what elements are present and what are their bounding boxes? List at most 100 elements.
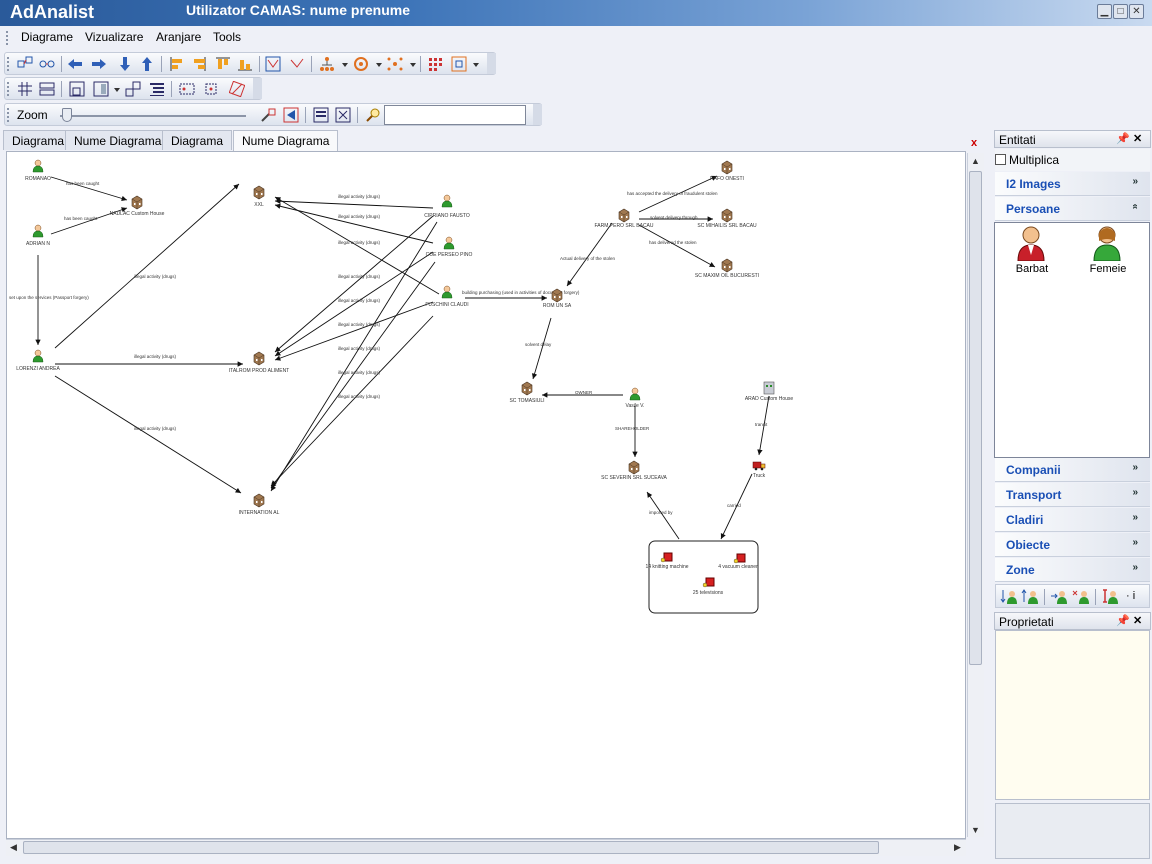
group-item[interactable]: 4 vacuum cleaner [718, 553, 758, 570]
arrow-left-icon[interactable] [67, 56, 83, 72]
tab-nume-diagrama-1[interactable]: Nume Diagrama [65, 130, 171, 150]
node-arad[interactable]: ARAD Custom House [745, 381, 794, 402]
menu-grip[interactable] [6, 31, 9, 45]
tab-diagrama-1[interactable]: Diagrama [3, 130, 74, 150]
add-frame-icon[interactable] [179, 81, 195, 97]
arrow-right-icon[interactable] [91, 56, 107, 72]
group-item[interactable]: 14 knitting machine [645, 552, 689, 570]
properties-grid[interactable] [995, 630, 1150, 800]
multiplica-checkbox[interactable] [995, 154, 1006, 165]
toolbar-overflow[interactable] [487, 53, 496, 74]
toolbar-grip[interactable] [7, 57, 10, 71]
diagram-svg[interactable]: has been caught has been caught set upon… [7, 152, 966, 839]
menu-aranjare[interactable]: Aranjare [156, 30, 202, 44]
scroll-left-icon[interactable]: ◀ [10, 842, 17, 852]
filter-persons-icon[interactable] [1021, 588, 1039, 604]
hierarchy-dropdown-icon[interactable] [342, 63, 348, 67]
category-zone[interactable]: Zone » [995, 558, 1150, 582]
arrow-up-icon[interactable] [139, 56, 155, 72]
clear-icon[interactable] [228, 80, 246, 98]
node-vasile[interactable]: Vasile V. [626, 387, 645, 409]
zoom-fit-icon[interactable] [283, 107, 299, 123]
node-rafo[interactable]: RAFO ONESTI [710, 160, 744, 182]
node-tomasiuli[interactable]: SC TOMASIULI [509, 381, 545, 404]
category-cladiri[interactable]: Cladiri » [995, 508, 1150, 532]
scroll-down-icon[interactable]: ▼ [971, 825, 980, 835]
category-persoane[interactable]: Persoane » [995, 197, 1150, 221]
grid-icon[interactable] [17, 81, 33, 97]
toolbar-overflow[interactable] [253, 78, 262, 99]
panel-dropdown-icon[interactable] [114, 88, 120, 92]
split-view-icon[interactable] [39, 81, 55, 97]
category-obiecte[interactable]: Obiecte » [995, 533, 1150, 557]
node-nadlac[interactable]: NADLAC Custom House [110, 195, 165, 217]
node-lorenzi[interactable]: LORENZI ANDREA [16, 349, 60, 372]
connect-tool-icon[interactable] [17, 56, 33, 72]
grid-layout-icon[interactable] [427, 56, 443, 72]
page-view-icon[interactable] [69, 81, 85, 97]
move-person-icon[interactable] [1050, 588, 1068, 604]
fit-dropdown-icon[interactable] [473, 63, 479, 67]
close-panel-icon[interactable]: ✕ [1133, 133, 1143, 145]
toolbar-grip[interactable] [7, 82, 10, 96]
align-left-icon[interactable] [169, 56, 185, 72]
node-adrian[interactable]: ADRIAN N [26, 224, 50, 247]
remove-person-icon[interactable] [1072, 588, 1090, 604]
node-xxl[interactable]: XXL [253, 185, 265, 208]
goods-group-box[interactable] [648, 540, 759, 614]
align-right-icon[interactable] [191, 56, 207, 72]
node-mihailis[interactable]: SC MIHAILIS SRL BACAU [697, 208, 757, 229]
node-italrom[interactable]: ITALROM PROD ALIMENT [229, 351, 289, 374]
panel-view-icon[interactable] [93, 81, 109, 97]
node-severin[interactable]: SC SEVERIN SRL SUCEAVA [601, 460, 668, 481]
diagram-nodes[interactable]: ROMANAO ADRIAN N LORENZI ANDREA NADLAC C… [16, 159, 794, 614]
menu-tools[interactable]: Tools [213, 30, 242, 44]
node-coe[interactable]: COE PERSEO PINO [426, 236, 473, 258]
group-item[interactable]: 25 televisions [693, 577, 724, 596]
toolbar-overflow[interactable] [533, 104, 542, 125]
link-tool-icon[interactable] [39, 56, 55, 72]
layout-tree-icon[interactable] [265, 56, 281, 72]
node-maximoil[interactable]: SC MAXIM OIL BUCURESTI [695, 258, 759, 279]
info-person-icon[interactable] [1101, 588, 1119, 604]
node-truck[interactable]: Truck [752, 461, 766, 479]
overview-icon[interactable] [313, 107, 329, 123]
menu-vizualizare[interactable]: Vizualizare [85, 30, 144, 44]
sort-persons-icon[interactable] [1000, 588, 1018, 604]
search-icon[interactable] [365, 107, 381, 123]
star-dropdown-icon[interactable] [410, 63, 416, 67]
close-tab-icon[interactable]: x [971, 137, 978, 149]
scroll-right-icon[interactable]: ▶ [954, 842, 961, 852]
pin-icon[interactable]: 📌 [1116, 615, 1130, 627]
minimize-button[interactable]: ▁ [1097, 4, 1112, 19]
maximize-button[interactable]: □ [1113, 4, 1128, 19]
node-rom[interactable]: ROM UN SA [543, 288, 572, 309]
node-fuschini[interactable]: FUSCHINI CLAUDI [425, 285, 469, 308]
node-romanao[interactable]: ROMANAO [25, 159, 51, 182]
more-options-icon[interactable]: · i [1126, 590, 1136, 602]
add-node-icon[interactable] [203, 81, 219, 97]
zoom-slider-thumb[interactable] [62, 108, 72, 122]
close-button[interactable]: ✕ [1129, 4, 1144, 19]
diagram-canvas[interactable]: has been caught has been caught set upon… [6, 151, 966, 839]
layout-branch-icon[interactable] [289, 56, 305, 72]
menu-diagrame[interactable]: Diagrame [21, 30, 74, 44]
node-cipriano[interactable]: CIPRIANO FAUSTO [424, 194, 470, 219]
tab-nume-diagrama-2[interactable]: Nume Diagrama [233, 130, 339, 151]
pin-icon[interactable]: 📌 [1116, 133, 1130, 145]
close-panel-icon[interactable]: ✕ [1133, 615, 1143, 627]
search-input[interactable] [384, 105, 526, 125]
fit-frame-icon[interactable] [451, 56, 467, 72]
circle-dropdown-icon[interactable] [376, 63, 382, 67]
hierarchy-layout-icon[interactable] [319, 56, 335, 72]
align-top-icon[interactable] [215, 56, 231, 72]
arrow-down-icon[interactable] [117, 56, 133, 72]
horizontal-scroll-thumb[interactable] [23, 841, 879, 854]
arrange-icon[interactable] [125, 81, 141, 97]
circle-layout-icon[interactable] [353, 56, 369, 72]
node-intern[interactable]: INTERNATION AL [239, 493, 280, 516]
tab-diagrama-2[interactable]: Diagrama [162, 130, 233, 150]
category-transport[interactable]: Transport » [995, 483, 1150, 507]
category-companii[interactable]: Companii » [995, 458, 1150, 482]
person-female[interactable]: Femeie [1090, 225, 1126, 275]
